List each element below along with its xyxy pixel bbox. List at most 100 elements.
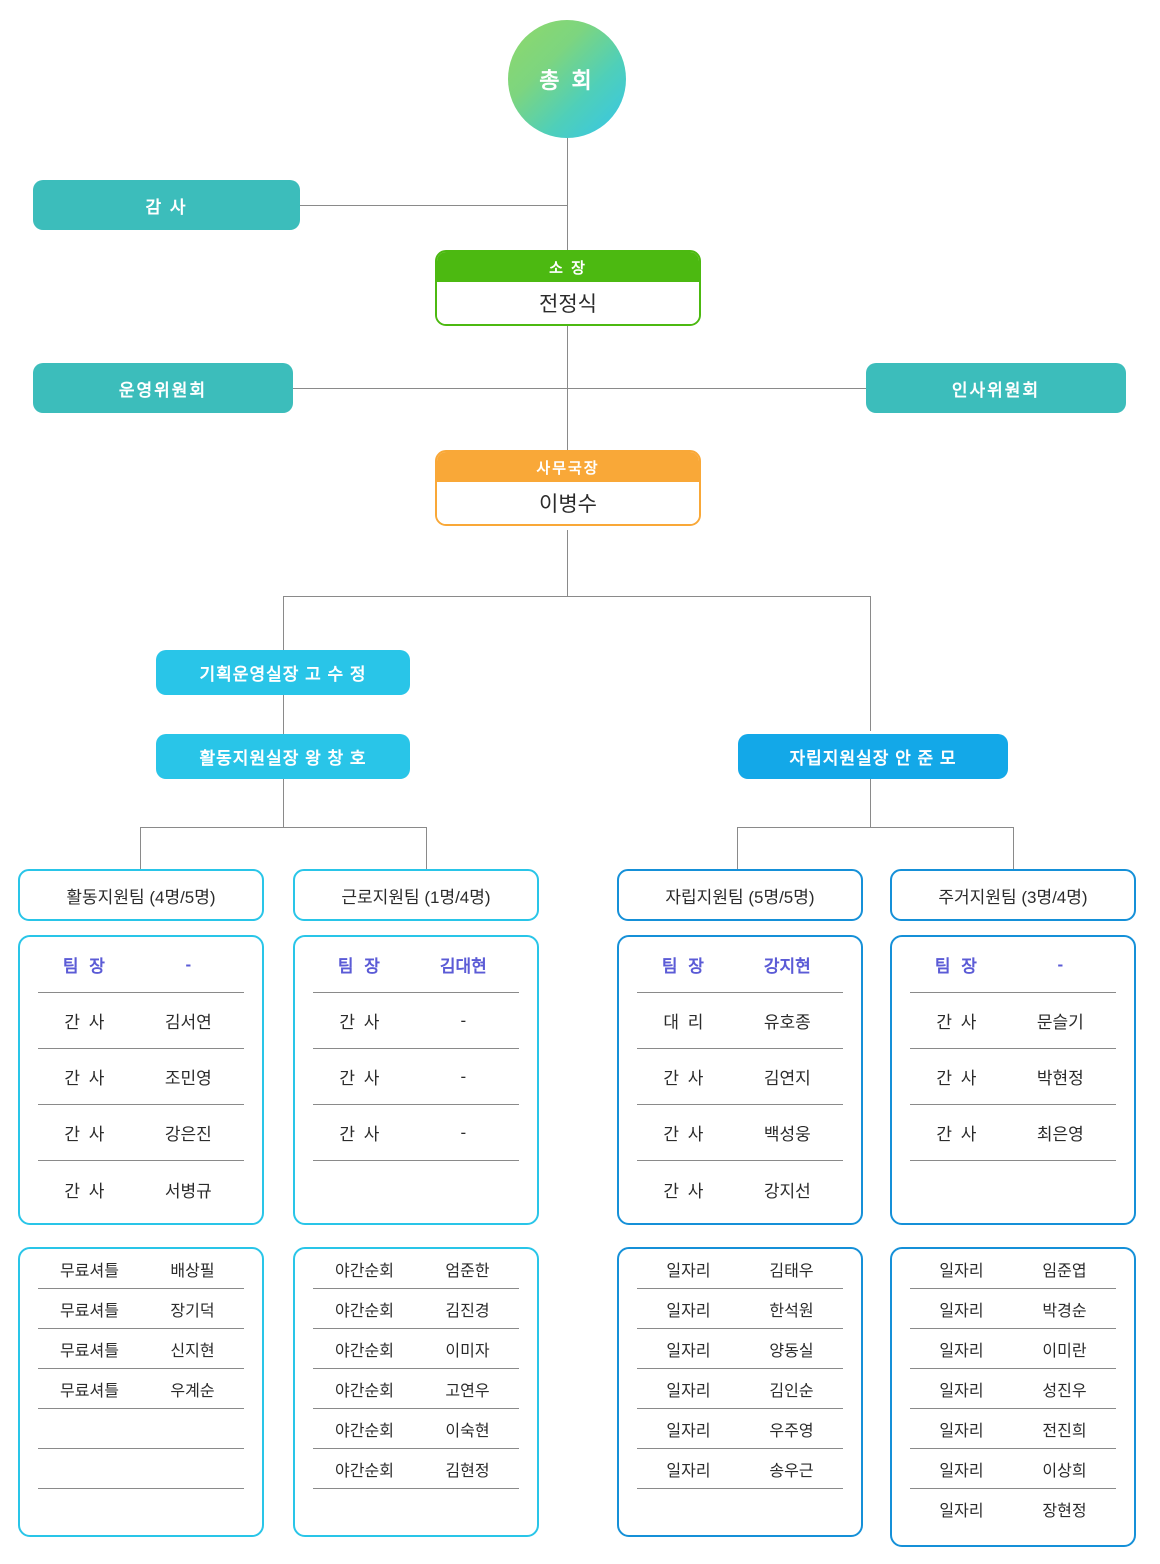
roster-name: 서병규 bbox=[164, 1181, 212, 1201]
staff-role: 일자리 bbox=[939, 1462, 984, 1480]
roster-role: 간 사 bbox=[64, 1181, 107, 1201]
roster-role: 간 사 bbox=[339, 1069, 382, 1088]
staff-row: 일자리 김인순 bbox=[637, 1369, 843, 1409]
team-header-label: 자립지원팀 (5명/5명) bbox=[665, 887, 815, 907]
roster-role: 팀 장 bbox=[62, 957, 108, 976]
roster-row: 간 사 - bbox=[313, 1105, 519, 1161]
roster-name: 강은진 bbox=[164, 1125, 212, 1144]
team-header-label: 근로지원팀 (1명/4명) bbox=[341, 887, 491, 907]
independence-office-label: 자립지원실장 안 준 모 bbox=[789, 749, 957, 768]
staff-row: 일자리 장현정 bbox=[910, 1489, 1116, 1529]
staff-name: 이숙현 bbox=[445, 1422, 490, 1440]
roster-role: 간 사 bbox=[64, 1125, 107, 1144]
staff-role: 일자리 bbox=[939, 1262, 984, 1280]
staff-row: 무료셔틀 장기덕 bbox=[38, 1289, 244, 1329]
team-header-4[interactable]: 주거지원팀 (3명/4명) bbox=[890, 869, 1136, 921]
team-roster-panel-3: 팀 장 강지현 대 리 유호종 간 사 김연지 간 사 백성웅 간 사 강지선 bbox=[617, 935, 863, 1225]
staff-name: 성진우 bbox=[1042, 1382, 1087, 1400]
staff-role: 일자리 bbox=[666, 1262, 711, 1280]
auditor-label: 감 사 bbox=[145, 197, 188, 217]
staff-role: 일자리 bbox=[666, 1302, 711, 1320]
planning-office-label: 기획운영실장 고 수 정 bbox=[199, 665, 367, 684]
node-planning-office[interactable]: 기획운영실장 고 수 정 bbox=[156, 650, 410, 695]
roster-row: 팀 장 김대현 bbox=[313, 937, 519, 993]
roster-role: 간 사 bbox=[663, 1181, 706, 1201]
node-director[interactable]: 소 장 전정식 bbox=[435, 250, 701, 326]
roster-row: 간 사 김서연 bbox=[38, 993, 244, 1049]
roster-name: 조민영 bbox=[164, 1069, 212, 1088]
connector-activity-split-bar bbox=[140, 827, 426, 828]
team-header-label: 주거지원팀 (3명/4명) bbox=[938, 887, 1088, 907]
roster-name: 김대현 bbox=[439, 957, 487, 976]
roster-row: 대 리 유호종 bbox=[637, 993, 843, 1049]
staff-row: 야간순회 이숙현 bbox=[313, 1409, 519, 1449]
roster-row: 간 사 - bbox=[313, 1049, 519, 1105]
roster-name: - bbox=[460, 1010, 467, 1030]
roster-row: 간 사 서병규 bbox=[38, 1161, 244, 1217]
node-assembly[interactable]: 총 회 bbox=[508, 20, 626, 138]
team-staff-panel-2: 야간순회 엄준한 야간순회 김진경 야간순회 이미자 야간순회 고연우 야간순회… bbox=[293, 1247, 539, 1537]
connector-hr-committee bbox=[567, 388, 867, 389]
team-roster-panel-1: 팀 장 - 간 사 김서연 간 사 조민영 간 사 강은진 간 사 서병규 bbox=[18, 935, 264, 1225]
roster-name: 박현정 bbox=[1036, 1069, 1084, 1088]
staff-name: 장현정 bbox=[1042, 1503, 1087, 1520]
team-roster-panel-4: 팀 장 - 간 사 문슬기 간 사 박현정 간 사 최은영 bbox=[890, 935, 1136, 1225]
staff-name: 송우근 bbox=[769, 1462, 814, 1480]
team-staff-panel-4: 일자리 임준엽 일자리 박경순 일자리 이미란 일자리 성진우 일자리 전진희 … bbox=[890, 1247, 1136, 1547]
roster-name: - bbox=[460, 1066, 467, 1086]
roster-role: 간 사 bbox=[663, 1125, 706, 1144]
roster-row: 간 사 조민영 bbox=[38, 1049, 244, 1105]
staff-role: 야간순회 bbox=[335, 1342, 394, 1360]
connector-director-to-secretary bbox=[567, 326, 568, 454]
roster-row bbox=[910, 1161, 1116, 1217]
roster-row: 간 사 - bbox=[313, 993, 519, 1049]
roster-name: 문슬기 bbox=[1036, 1013, 1084, 1032]
team-header-label: 활동지원팀 (4명/5명) bbox=[66, 887, 216, 907]
staff-name: 이상희 bbox=[1042, 1462, 1087, 1480]
staff-row: 무료셔틀 우계순 bbox=[38, 1369, 244, 1409]
assembly-label: 총 회 bbox=[539, 68, 595, 93]
director-name: 전정식 bbox=[437, 282, 699, 324]
staff-name: 엄준한 bbox=[445, 1262, 490, 1280]
node-steering-committee[interactable]: 운영위원회 bbox=[33, 363, 293, 413]
staff-role: 야간순회 bbox=[335, 1462, 394, 1480]
roster-role: 간 사 bbox=[339, 1125, 382, 1144]
team-staff-panel-1: 무료셔틀 배상필 무료셔틀 장기덕 무료셔틀 신지현 무료셔틀 우계순 bbox=[18, 1247, 264, 1537]
team-header-2[interactable]: 근로지원팀 (1명/4명) bbox=[293, 869, 539, 921]
staff-name: 박경순 bbox=[1042, 1302, 1087, 1320]
staff-role: 야간순회 bbox=[335, 1382, 394, 1400]
staff-row: 일자리 이미란 bbox=[910, 1329, 1116, 1369]
connector-to-team-2 bbox=[426, 827, 427, 869]
node-activity-office[interactable]: 활동지원실장 왕 창 호 bbox=[156, 734, 410, 779]
node-auditor[interactable]: 감 사 bbox=[33, 180, 300, 230]
team-header-3[interactable]: 자립지원팀 (5명/5명) bbox=[617, 869, 863, 921]
roster-role: 간 사 bbox=[936, 1125, 979, 1144]
staff-row: 일자리 김태우 bbox=[637, 1249, 843, 1289]
connector-secretary-down bbox=[567, 530, 568, 596]
staff-row: 야간순회 김현정 bbox=[313, 1449, 519, 1489]
connector-steering-committee bbox=[293, 388, 567, 389]
staff-role: 무료셔틀 bbox=[60, 1342, 119, 1360]
staff-role: 무료셔틀 bbox=[60, 1382, 119, 1400]
staff-name: 김태우 bbox=[769, 1262, 814, 1280]
roster-name: - bbox=[1057, 954, 1064, 974]
staff-name: 임준엽 bbox=[1042, 1262, 1087, 1280]
team-header-1[interactable]: 활동지원팀 (4명/5명) bbox=[18, 869, 264, 921]
node-independence-office[interactable]: 자립지원실장 안 준 모 bbox=[738, 734, 1008, 779]
connector-independence-split-bar bbox=[737, 827, 1013, 828]
roster-name: 백성웅 bbox=[763, 1125, 811, 1144]
node-hr-committee[interactable]: 인사위원회 bbox=[866, 363, 1126, 413]
staff-row: 야간순회 김진경 bbox=[313, 1289, 519, 1329]
roster-row bbox=[313, 1161, 519, 1217]
node-secretary-general[interactable]: 사무국장 이병수 bbox=[435, 450, 701, 526]
steering-committee-label: 운영위원회 bbox=[118, 380, 208, 400]
roster-role: 팀 장 bbox=[934, 957, 980, 976]
staff-row: 무료셔틀 신지현 bbox=[38, 1329, 244, 1369]
staff-row: 일자리 이상희 bbox=[910, 1449, 1116, 1489]
staff-role: 야간순회 bbox=[335, 1302, 394, 1320]
staff-role: 야간순회 bbox=[335, 1262, 394, 1280]
roster-name: 최은영 bbox=[1036, 1125, 1084, 1144]
staff-name: 신지현 bbox=[170, 1342, 215, 1360]
staff-row: 야간순회 고연우 bbox=[313, 1369, 519, 1409]
